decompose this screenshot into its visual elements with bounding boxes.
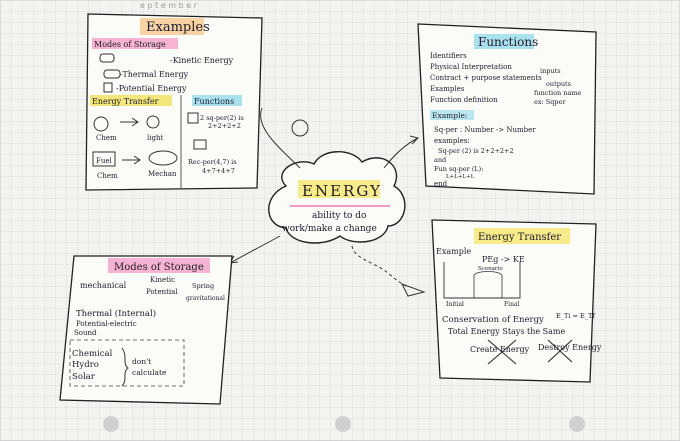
fun-body-line: L+L+L+L — [446, 174, 475, 180]
modes-card: Modes of Storage mechanical Kinetic Pote… — [59, 255, 233, 405]
transfer-scenario: Scenario — [478, 266, 503, 272]
functions-right-3: function name — [534, 89, 582, 97]
functions-card: Functions Identifiers Physical Interpret… — [417, 23, 597, 195]
gravitational-branch: gravitational — [186, 295, 225, 302]
examples-card: Examples Modes of Storage -Kinetic Energ… — [85, 13, 263, 191]
final-label: Final — [504, 301, 520, 308]
hydro-item: Hydro — [72, 360, 99, 370]
svg-text:e p t e m b e r: e p t e m b e r — [140, 1, 198, 10]
total-energy-line: Total Energy Stays the Same — [448, 327, 565, 336]
thermal-item: Thermal (Internal) — [76, 308, 156, 319]
example-label: Example: — [432, 111, 467, 120]
func-line-3: Rec-per(4,7) is — [188, 158, 237, 166]
func-line-4: 4+7+4+7 — [202, 167, 235, 175]
paper-plane-trail — [351, 245, 407, 287]
arrow-to-functions — [383, 137, 419, 169]
binder-hole — [569, 416, 585, 432]
arrow-to-examples — [260, 107, 301, 169]
thermal-item: -Thermal Energy — [120, 70, 189, 79]
functions-right-2: outputs — [546, 80, 571, 88]
energy-title: ENERGY — [302, 182, 382, 200]
func-line-1: 2 sq-per(2) is — [200, 114, 244, 122]
modes-label: Modes of Storage — [94, 40, 166, 49]
and-label: and — [434, 156, 446, 164]
destroy-energy: Destroy Energy — [538, 343, 602, 352]
spring-branch: Spring — [192, 282, 214, 290]
transfer-card: Energy Transfer Example PEg -> KE Scenar… — [431, 219, 602, 383]
calc-note-1: don't — [132, 357, 151, 366]
functions-line-3: Contract + purpose statements — [430, 74, 542, 82]
functions-line-2: Physical Interpretation — [430, 63, 512, 71]
conservation-line: Conservation of Energy — [442, 315, 544, 325]
functions-line-5: Function definition — [430, 96, 498, 104]
fun-def-line: Fun sq-per (L): — [434, 165, 483, 173]
binder-hole — [103, 416, 119, 432]
contract-line: Sq-per : Number -> Number — [434, 126, 536, 134]
kinetic-item: -Kinetic Energy — [170, 56, 234, 65]
light-label: light — [147, 134, 163, 142]
potential-branch: Potential — [146, 288, 178, 296]
functions-right-1: inputs — [540, 67, 561, 75]
equation-line: E_Ti = E_Tf — [556, 312, 595, 320]
initial-label: Initial — [446, 301, 464, 308]
examples-title: Examples — [146, 20, 210, 35]
potential-item: -Potential Energy — [116, 84, 187, 93]
functions-line-4: Examples — [430, 85, 465, 93]
sq-example-line: Sq-per (2) is 2+2+2+2 — [438, 147, 514, 155]
fuel-label: Fuel — [96, 157, 113, 165]
solar-item: Solar — [72, 372, 96, 382]
functions-title: Functions — [478, 35, 538, 49]
functions-line-1: Identifiers — [430, 52, 467, 60]
sound-item: Sound — [74, 329, 97, 337]
energy-definition-2: work/make a change — [282, 224, 377, 234]
transfer-example: Example — [436, 247, 471, 256]
transfer-pe: PEg -> KE — [482, 255, 525, 264]
energy-definition-1: ability to do — [312, 211, 366, 221]
mechanical-item: mechanical — [80, 281, 127, 290]
transfer-label: Energy Transfer — [92, 97, 159, 106]
chem2-label: Chem — [97, 172, 118, 180]
examples-label: examples: — [434, 137, 470, 145]
functions-label: Functions — [194, 97, 234, 106]
func-line-2: 2+2+2+2 — [208, 122, 241, 130]
kinetic-branch: Kinetic — [150, 276, 175, 284]
chem-label: Chem — [96, 134, 117, 142]
calc-note-2: calculate — [132, 368, 167, 377]
transfer-title: Energy Transfer — [478, 232, 561, 243]
arrow-to-modes — [231, 235, 281, 263]
chemical-item: Chemical — [72, 349, 113, 359]
end-label: end — [434, 180, 448, 188]
modes-title: Modes of Storage — [114, 262, 204, 273]
functions-right-4: ex: Sqper — [534, 98, 566, 106]
electric-item: Potential-electric — [76, 320, 137, 328]
energy-cloud: ENERGY ability to do work/make a change — [268, 151, 406, 244]
mechan-label: Mechan — [148, 170, 177, 178]
paper-plane — [400, 283, 426, 297]
binder-hole — [335, 416, 351, 432]
